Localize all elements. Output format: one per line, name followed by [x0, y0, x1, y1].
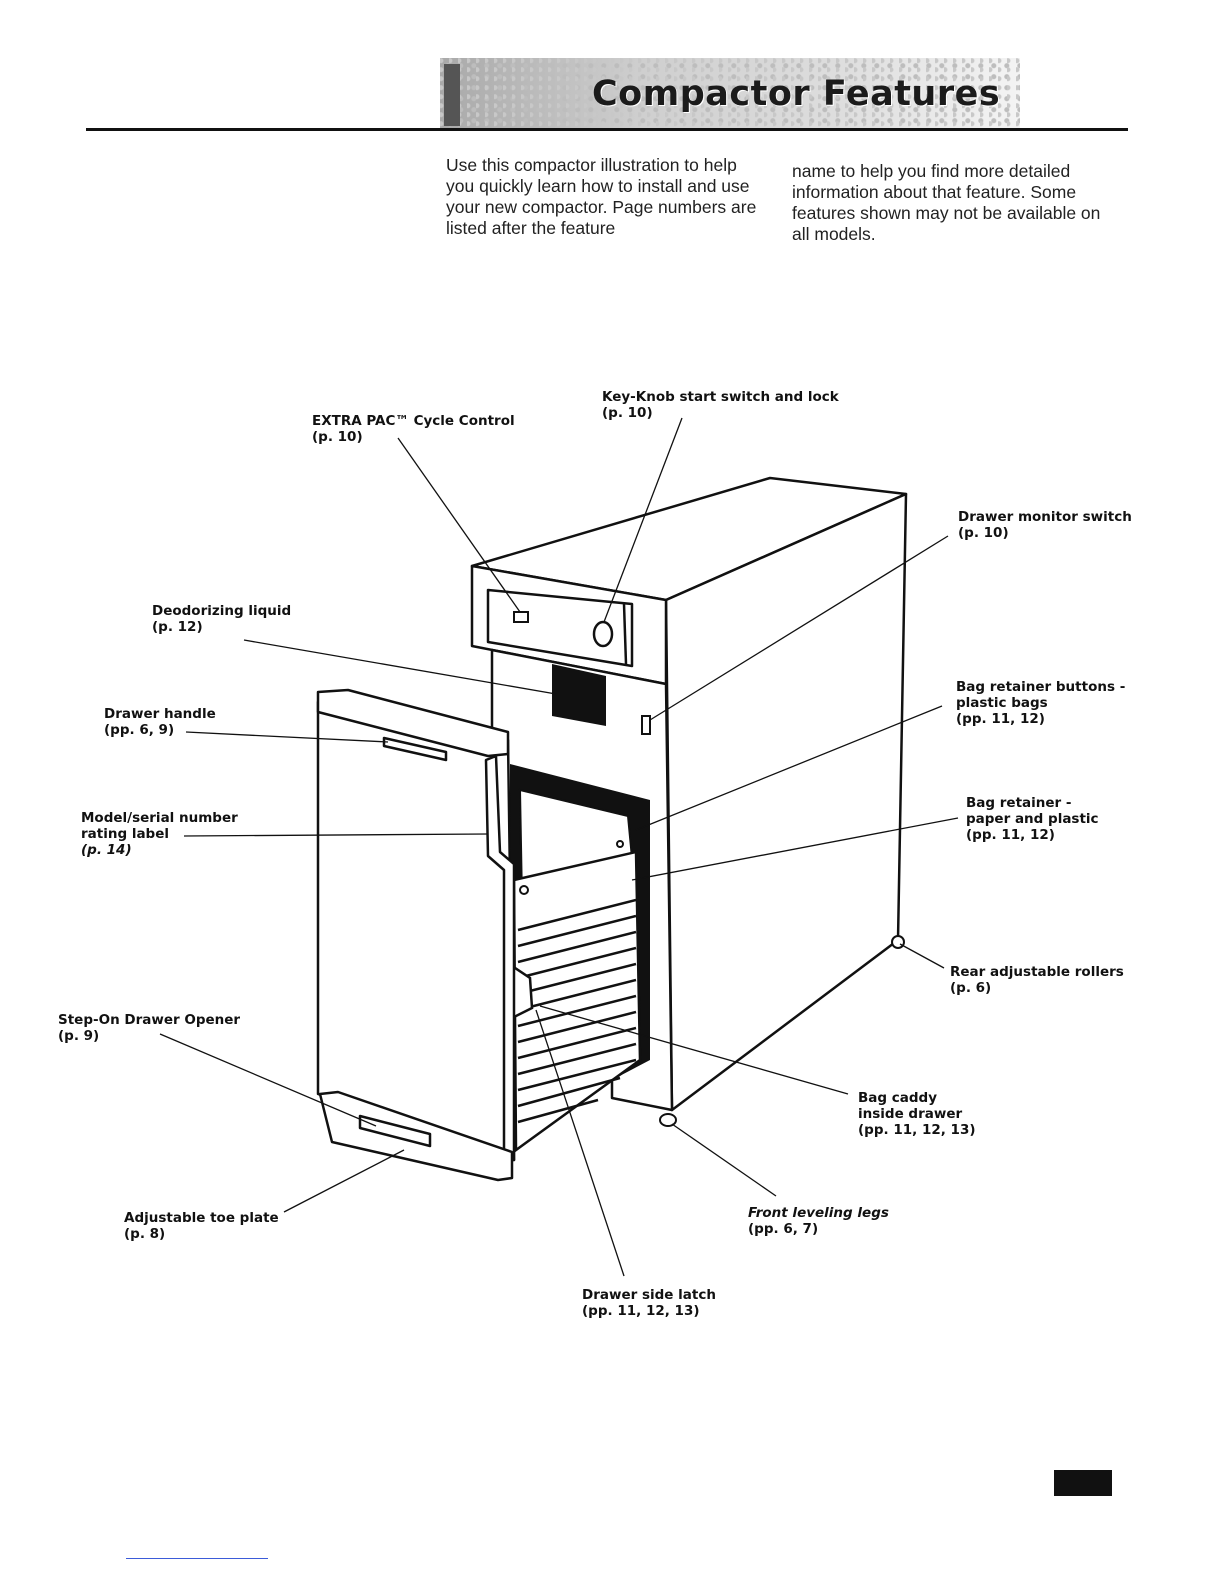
callout-bag-retainer-buttons-page: (pp. 11, 12): [956, 711, 1045, 727]
footer-rule: [126, 1558, 268, 1559]
callout-rear-rollers: Rear adjustable rollers (p. 6): [950, 964, 1124, 996]
callout-rear-rollers-name: Rear adjustable rollers: [950, 964, 1124, 980]
cabinet-side: [664, 492, 908, 1112]
key-knob: [592, 620, 614, 648]
callout-side-latch: Drawer side latch (pp. 11, 12, 13): [582, 1287, 716, 1319]
callout-extra-pac-name: EXTRA PAC™ Cycle Control: [312, 413, 515, 429]
callout-toe-plate-page: (p. 8): [124, 1226, 166, 1242]
callout-bag-caddy-line1: Bag caddy: [858, 1090, 938, 1106]
page-tab-marker: [1054, 1470, 1112, 1496]
drawer-bin: [512, 850, 642, 1153]
callout-bag-caddy-line2: inside drawer: [858, 1106, 963, 1122]
callout-bag-caddy: Bag caddy inside drawer (pp. 11, 12, 13): [858, 1090, 976, 1138]
callout-model-serial-page: (p. 14): [81, 842, 132, 858]
callout-bag-retainer-buttons-line1: Bag retainer buttons -: [956, 679, 1126, 695]
header-banner-texture: [440, 58, 1020, 130]
callout-extra-pac: EXTRA PAC™ Cycle Control (p. 10): [312, 413, 515, 445]
callout-bag-retainer: Bag retainer - paper and plastic (pp. 11…: [966, 795, 1099, 843]
drawer-handle: [316, 688, 510, 758]
drawer-front: [316, 700, 516, 1162]
callout-drawer-monitor-name: Drawer monitor switch: [958, 509, 1132, 525]
callout-toe-plate-name: Adjustable toe plate: [124, 1210, 279, 1226]
callout-front-legs: Front leveling legs (pp. 6, 7): [748, 1205, 889, 1237]
callout-step-on-name: Step-On Drawer Opener: [58, 1012, 241, 1028]
callout-rear-rollers-page: (p. 6): [950, 980, 992, 996]
callout-extra-pac-page: (p. 10): [312, 429, 363, 445]
callout-bag-retainer-page: (pp. 11, 12): [966, 827, 1055, 843]
callout-model-serial-line1: Model/serial number: [81, 810, 238, 826]
callout-key-knob-page: (p. 10): [602, 405, 653, 421]
page-title: Compactor Features: [592, 74, 1001, 114]
callout-step-on: Step-On Drawer Opener (p. 9): [58, 1012, 240, 1044]
callout-toe-plate: Adjustable toe plate (p. 8): [124, 1210, 279, 1242]
callout-side-latch-page: (pp. 11, 12, 13): [582, 1303, 700, 1319]
drawer-side-edge: [484, 754, 516, 1162]
callout-bag-retainer-buttons: Bag retainer buttons - plastic bags (pp.…: [956, 679, 1125, 727]
bag-caddy-ribs: [517, 898, 637, 1124]
callout-deodorizing-name: Deodorizing liquid: [152, 603, 292, 619]
leader-lines: [159, 417, 959, 1277]
intro-paragraph-right: name to help you find more detailed info…: [792, 161, 1101, 244]
rear-roller: [891, 935, 905, 949]
intro-paragraph-left: Use this compactor illustration to help …: [446, 155, 757, 238]
callout-front-legs-page: (pp. 6, 7): [748, 1221, 819, 1237]
callout-deodorizing-page: (p. 12): [152, 619, 203, 635]
front-leg: [659, 1113, 677, 1127]
callout-drawer-monitor: Drawer monitor switch (p. 10): [958, 509, 1132, 541]
callout-bag-caddy-page: (pp. 11, 12, 13): [858, 1122, 976, 1138]
deodorizer-vent: [552, 664, 606, 726]
callout-key-knob: Key-Knob start switch and lock (p. 10): [602, 389, 839, 421]
banner-side-mark: [444, 64, 460, 126]
header-rule: [86, 128, 1128, 131]
callout-side-latch-name: Drawer side latch: [582, 1287, 716, 1303]
callout-model-serial-line2: rating label: [81, 826, 170, 842]
callout-key-knob-name: Key-Knob start switch and lock: [602, 389, 839, 405]
callout-drawer-handle-name: Drawer handle: [104, 706, 216, 722]
callout-bag-retainer-buttons-line2: plastic bags: [956, 695, 1048, 711]
callout-drawer-monitor-page: (p. 10): [958, 525, 1009, 541]
callout-step-on-page: (p. 9): [58, 1028, 100, 1044]
callout-bag-retainer-line2: paper and plastic: [966, 811, 1099, 827]
callout-drawer-handle: Drawer handle (pp. 6, 9): [104, 706, 216, 738]
callout-front-legs-name: Front leveling legs: [748, 1205, 889, 1221]
callout-bag-retainer-line1: Bag retainer -: [966, 795, 1072, 811]
callout-drawer-handle-page: (pp. 6, 9): [104, 722, 175, 738]
callout-deodorizing: Deodorizing liquid (p. 12): [152, 603, 291, 635]
monitor-switch: [641, 715, 651, 735]
callout-model-serial: Model/serial number rating label (p. 14): [81, 810, 238, 858]
extra-pac-switch: [513, 611, 529, 623]
